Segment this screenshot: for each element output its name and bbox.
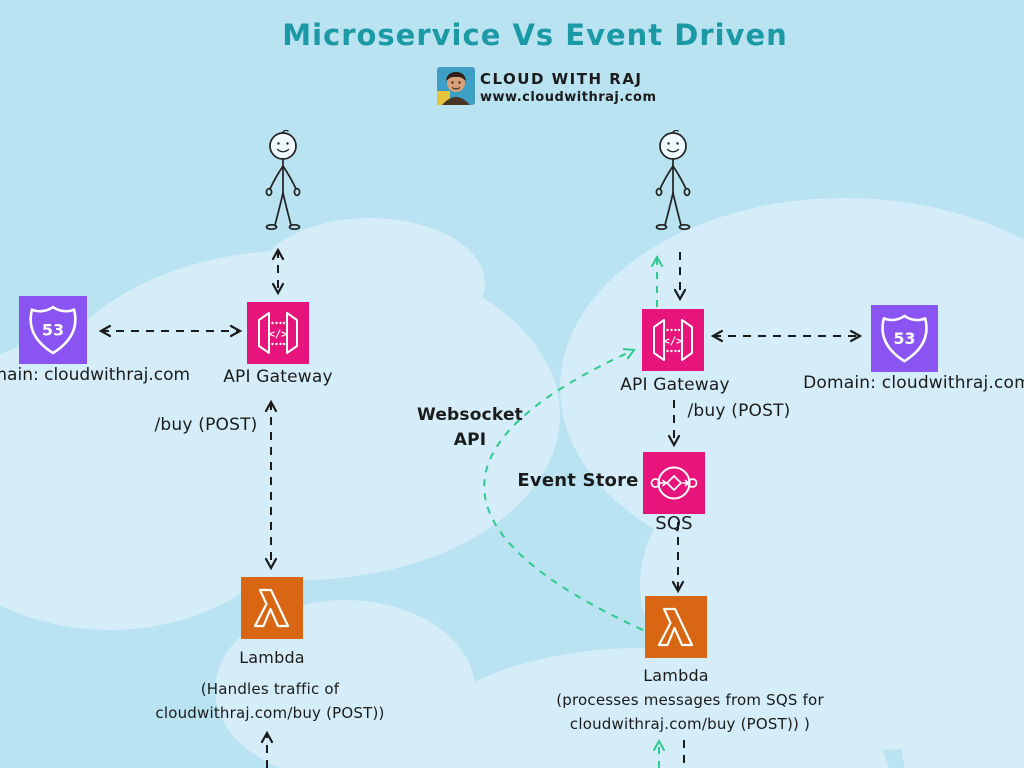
page-title: Microservice Vs Event Driven xyxy=(282,18,788,52)
route-label-left: /buy (POST) xyxy=(154,415,258,435)
route53-icon-right: 53 xyxy=(871,305,938,376)
svg-text:</>: </> xyxy=(269,329,288,341)
websocket-label-line1: Websocket xyxy=(416,405,524,425)
sqs-label: SQS xyxy=(655,513,693,534)
lambda-note-right: (processes messages from SQS for cloudwi… xyxy=(556,688,824,736)
lambda-label-left: Lambda xyxy=(239,648,305,667)
api-gateway-label-right: API Gateway xyxy=(620,375,730,395)
sqs-icon xyxy=(643,452,705,518)
api-gateway-icon-left: </> xyxy=(247,302,309,368)
lambda-icon-left xyxy=(241,577,303,643)
websocket-label-line2: API xyxy=(453,430,487,450)
api-gateway-label-left: API Gateway xyxy=(223,367,333,387)
route-label-right: /buy (POST) xyxy=(687,401,791,421)
lambda-note-left-line1: (Handles traffic of xyxy=(200,680,340,698)
lambda-note-right-line2: cloudwithraj.com/buy (POST)) ) xyxy=(569,715,811,733)
raj-avatar xyxy=(437,67,475,109)
svg-text:53: 53 xyxy=(42,321,64,340)
api-gateway-icon-right: </> xyxy=(642,309,704,375)
user-stick-figure-right xyxy=(645,129,701,236)
lambda-note-left: (Handles traffic of cloudwithraj.com/buy… xyxy=(155,677,384,725)
logo-name: CLOUD WITH RAJ xyxy=(480,70,643,88)
lambda-label-right: Lambda xyxy=(643,666,709,685)
domain-label-left: Domain: cloudwithraj.com xyxy=(0,365,191,385)
websocket-api-label: Websocket API xyxy=(417,403,523,453)
user-stick-figure-left xyxy=(255,129,311,236)
svg-text:53: 53 xyxy=(894,329,916,348)
lambda-note-left-line2: cloudwithraj.com/buy (POST)) xyxy=(155,704,385,722)
lambda-icon-right xyxy=(645,596,707,662)
svg-text:</>: </> xyxy=(664,336,683,348)
event-store-label: Event Store xyxy=(517,470,639,491)
lambda-note-right-line1: (processes messages from SQS for xyxy=(556,691,824,709)
route53-icon-left: 53 xyxy=(19,296,87,368)
logo-url: www.cloudwithraj.com xyxy=(480,90,657,105)
domain-label-right: Domain: cloudwithraj.com xyxy=(803,373,1024,393)
